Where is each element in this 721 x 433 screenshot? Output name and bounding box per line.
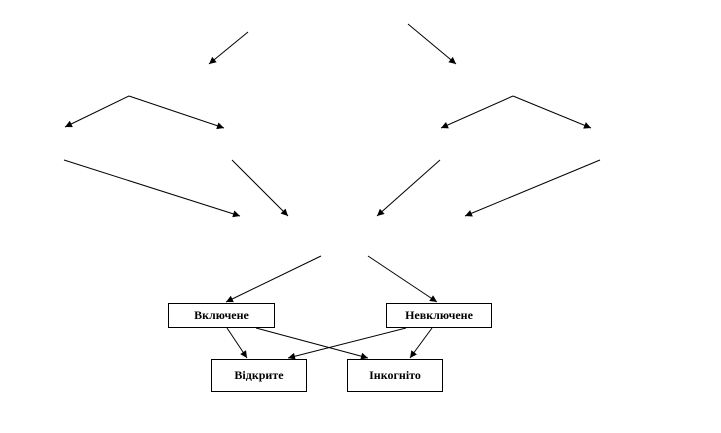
arrow-to-included [225, 255, 322, 303]
arrow-left-branch-a [64, 95, 130, 128]
edge-excluded-incognito [409, 327, 433, 359]
node-included-label: Включене [194, 308, 249, 322]
edge-included-incognito [255, 327, 369, 360]
arrow-to-excluded [367, 255, 438, 303]
node-included: Включене [168, 303, 275, 328]
edge-excluded-open [287, 327, 407, 360]
arrow-right-branch-a [440, 95, 514, 129]
node-excluded-label: Невключене [405, 308, 473, 322]
arrow-top-right [407, 23, 457, 65]
arrow-right-branch-b [512, 95, 592, 129]
node-open: Відкрите [211, 359, 307, 392]
arrow-third-level-2 [231, 159, 289, 217]
node-excluded: Невключене [386, 303, 492, 328]
arrow-third-level-4 [464, 159, 601, 217]
arrow-third-level-3 [376, 159, 441, 217]
arrow-left-branch-b [128, 95, 225, 130]
arrow-third-level-1 [63, 159, 241, 218]
node-incognito-label: Інкогніто [369, 368, 421, 382]
edge-included-open [226, 327, 248, 359]
node-open-label: Відкрите [234, 368, 284, 382]
arrow-top-left [208, 31, 249, 65]
node-incognito: Інкогніто [347, 359, 443, 392]
